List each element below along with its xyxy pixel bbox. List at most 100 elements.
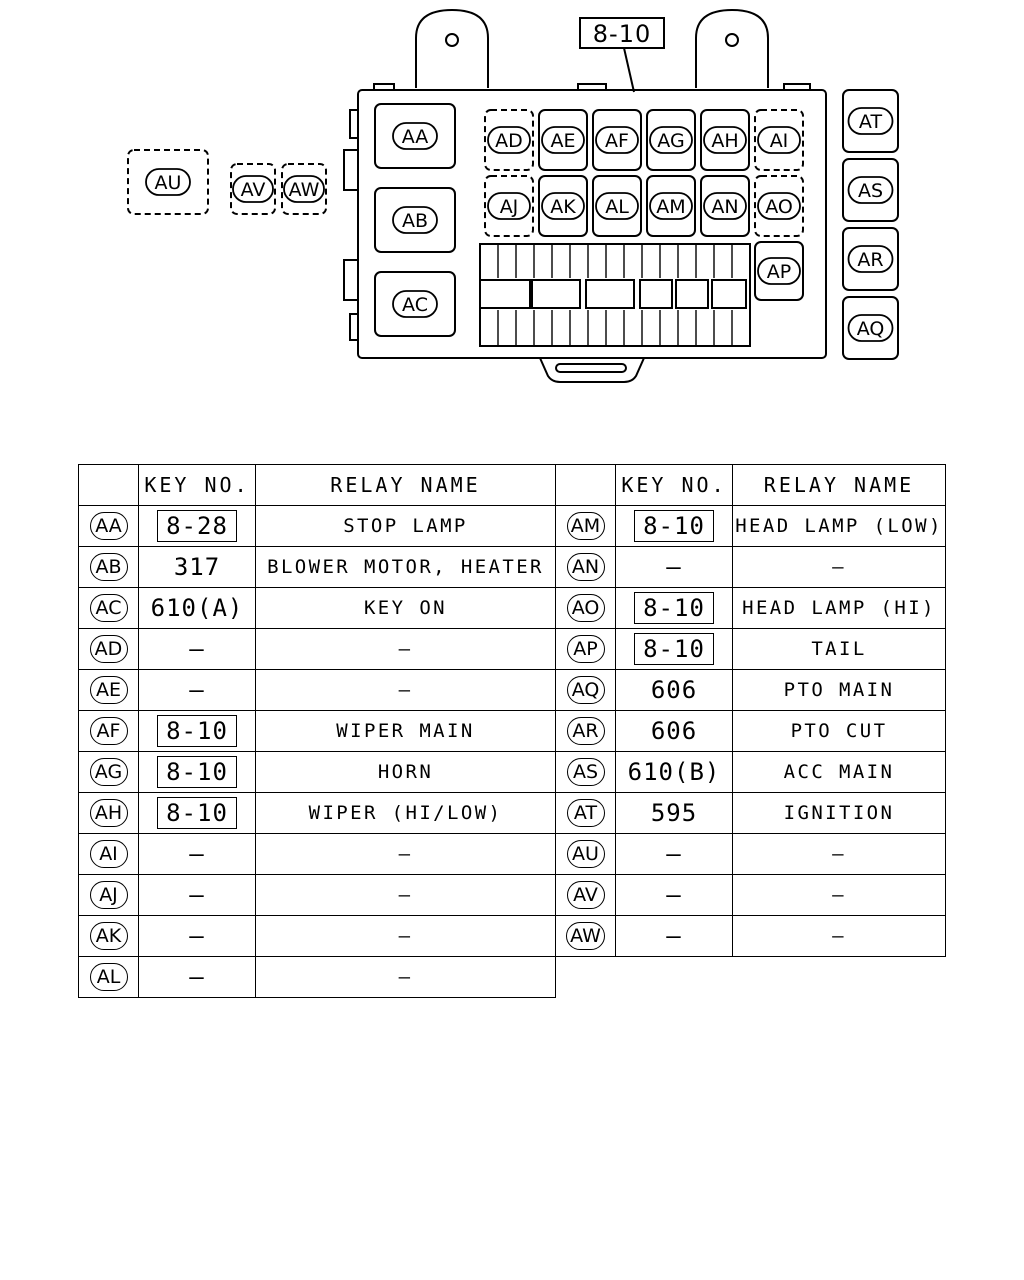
relay-name: HEAD LAMP (HI) <box>742 597 936 619</box>
table-row: AF 8-10 WIPER MAIN <box>78 710 556 752</box>
relay-id-badge: AO <box>566 594 605 622</box>
table-row: AN—— <box>555 546 946 588</box>
table-header-row: KEY NO. RELAY NAME <box>78 464 556 506</box>
relay-id-cell: AJ <box>78 874 139 916</box>
key-no-cell: 610(B) <box>615 751 733 793</box>
relay-aa: AA <box>374 103 456 169</box>
relay-label: AT <box>859 111 883 133</box>
key-no: — <box>189 840 205 868</box>
relay-id-badge: AG <box>89 758 128 786</box>
key-no: — <box>189 881 205 909</box>
relay-name: WIPER (HI/LOW) <box>308 802 503 824</box>
relay-id-badge: AL <box>89 963 128 991</box>
key-no-cell: 8-10 <box>615 505 733 547</box>
relay-name-cell: BLOWER MOTOR, HEATER <box>255 546 556 588</box>
key-no-cell: — <box>138 874 256 916</box>
relay-ar: AR <box>842 227 899 291</box>
relay-name: IGNITION <box>783 802 895 824</box>
key-no: — <box>666 881 682 909</box>
relay-label: AK <box>550 196 576 218</box>
relay-ap: AP <box>754 241 804 301</box>
relay-name: STOP LAMP <box>343 515 468 537</box>
relay-id-cell: AU <box>555 833 616 875</box>
relay-name: — <box>398 843 413 865</box>
relay-name-cell: WIPER MAIN <box>255 710 556 752</box>
relay-id-cell: AE <box>78 669 139 711</box>
relay-id-badge: AC <box>89 594 128 622</box>
key-no: 595 <box>650 799 698 827</box>
relay-name: — <box>398 679 413 701</box>
key-no: 610(B) <box>627 758 721 786</box>
relay-ac: AC <box>374 271 456 337</box>
relay-id-badge: AH <box>89 799 128 827</box>
relay-name-cell: — <box>255 833 556 875</box>
relay-name-cell: HEAD LAMP (HI) <box>732 587 946 629</box>
key-no: — <box>666 922 682 950</box>
key-no: 8-10 <box>157 715 237 747</box>
relay-id-badge: AA <box>89 512 128 540</box>
diagram-key-label-box <box>579 17 665 49</box>
relay-ao: AO <box>754 175 804 237</box>
relay-id-badge: AP <box>566 635 605 663</box>
header-blank <box>555 464 616 506</box>
relay-as: AS <box>842 158 899 222</box>
relay-label: AN <box>711 196 738 218</box>
key-no: 610(A) <box>150 594 244 622</box>
relay-label: AA <box>402 126 429 148</box>
key-no-cell: 8-28 <box>138 505 256 547</box>
table-row: AK — — <box>78 915 556 957</box>
key-no: 606 <box>650 676 698 704</box>
relay-au: AU <box>127 149 209 215</box>
key-no-cell: — <box>615 874 733 916</box>
header-key-no: KEY NO. <box>138 464 256 506</box>
relay-label: AU <box>155 172 182 194</box>
relay-id-badge: AI <box>89 840 128 868</box>
relay-name-cell: — <box>732 833 946 875</box>
table-row: AM 8-10 HEAD LAMP (LOW) <box>555 505 946 547</box>
relay-id-cell: AB <box>78 546 139 588</box>
key-no: 8-10 <box>157 797 237 829</box>
relay-name-cell: — <box>732 874 946 916</box>
relay-id-badge: AK <box>89 922 128 950</box>
key-no: 8-10 <box>634 510 714 542</box>
relay-id-badge: AF <box>89 717 128 745</box>
key-no: — <box>189 922 205 950</box>
relay-id-badge: AU <box>566 840 605 868</box>
key-no-cell: — <box>138 956 256 998</box>
table-row: AV — — <box>555 874 946 916</box>
relay-name: — <box>832 556 846 578</box>
relay-id-cell: AR <box>555 710 616 752</box>
key-no-cell: — <box>138 915 256 957</box>
relay-id-cell: AO <box>555 587 616 629</box>
relay-name: WIPER MAIN <box>336 720 475 742</box>
relay-id-cell: AP <box>555 628 616 670</box>
relay-label: AP <box>767 261 791 283</box>
relay-name-cell: HEAD LAMP (LOW) <box>732 505 946 547</box>
relay-name-cell: — <box>255 874 556 916</box>
relay-name: — <box>398 925 413 947</box>
key-no-cell: 8-10 <box>615 587 733 629</box>
relay-id-badge: AV <box>566 881 605 909</box>
relay-id-cell: AC <box>78 587 139 629</box>
key-no: 8-28 <box>157 510 237 542</box>
relay-name: — <box>398 884 413 906</box>
table-row: AO 8-10 HEAD LAMP (HI) <box>555 587 946 629</box>
relay-an: AN <box>700 175 750 237</box>
relay-id-cell: AQ <box>555 669 616 711</box>
key-no-cell: — <box>615 546 733 588</box>
relay-name-cell: — <box>732 915 946 957</box>
relay-label: AD <box>495 130 523 152</box>
header-relay-name: RELAY NAME <box>732 464 946 506</box>
relay-id-badge: AR <box>566 717 605 745</box>
key-no: — <box>189 676 205 704</box>
relay-id-cell: AM <box>555 505 616 547</box>
relay-ah: AH <box>700 109 750 171</box>
relay-id-badge: AM <box>566 512 605 540</box>
relay-id-cell: AK <box>78 915 139 957</box>
relay-label: AJ <box>500 196 519 218</box>
relay-id-cell: AF <box>78 710 139 752</box>
key-no: — <box>666 840 682 868</box>
